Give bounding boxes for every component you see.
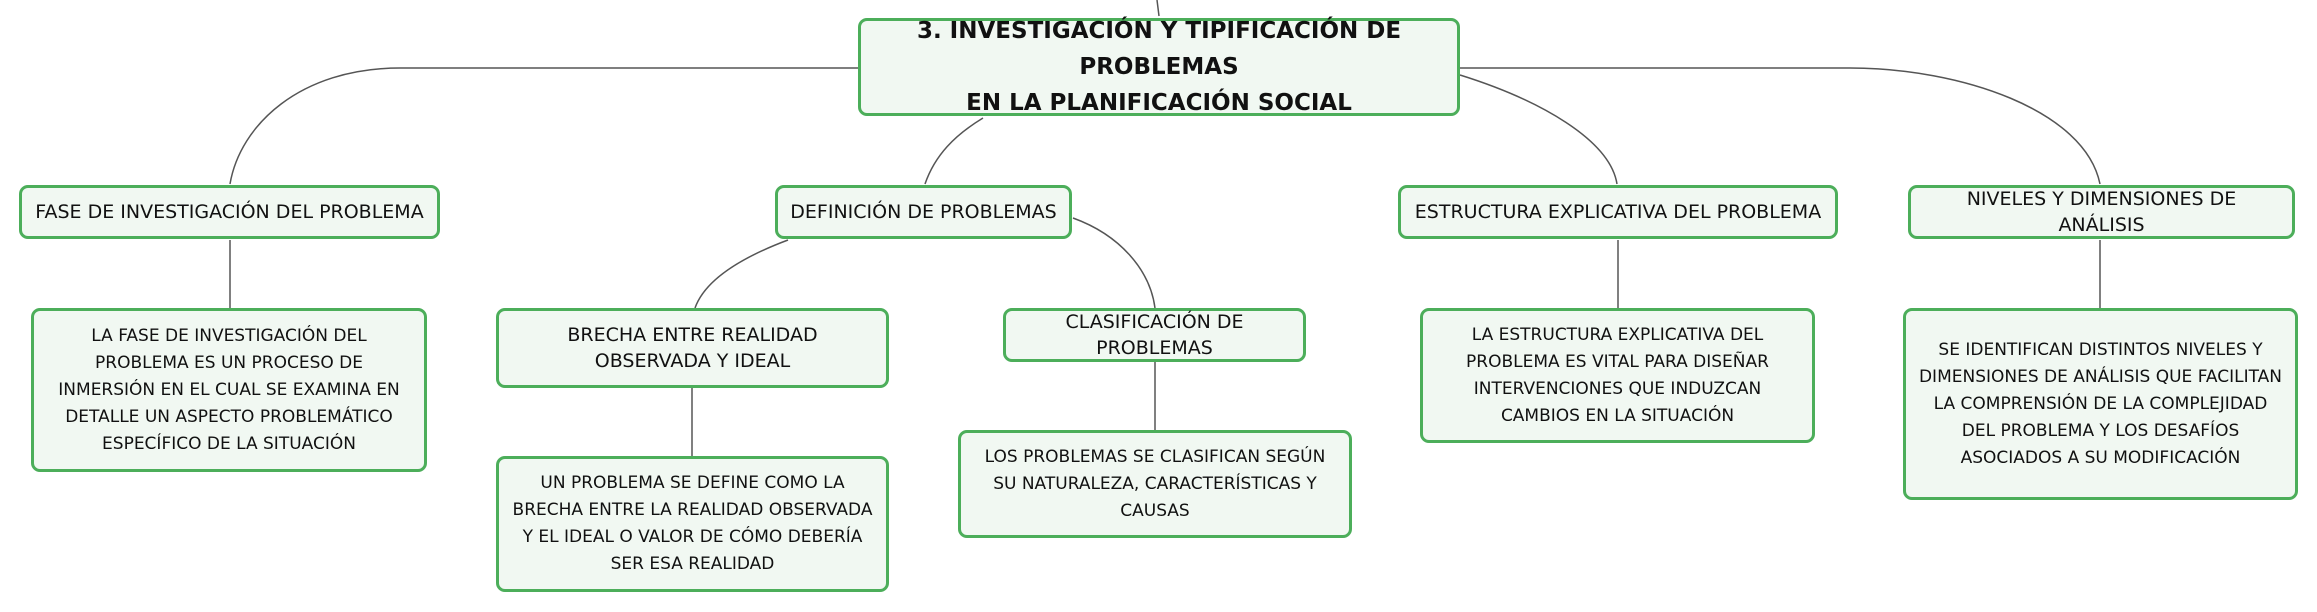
topic-fase-investigacion[interactable]: FASE DE INVESTIGACIÓN DEL PROBLEMA (19, 185, 440, 239)
description-fase-investigacion[interactable]: LA FASE DE INVESTIGACIÓN DEL PROBLEMA ES… (31, 308, 427, 472)
subtopic-brecha-realidad-ideal[interactable]: BRECHA ENTRE REALIDAD OBSERVADA Y IDEAL (496, 308, 889, 388)
description-clasificacion-problemas[interactable]: LOS PROBLEMAS SE CLASIFICAN SEGÚN SU NAT… (958, 430, 1352, 538)
central-topic-line-1: 3. INVESTIGACIÓN Y TIPIFICACIÓN DE PROBL… (916, 18, 1402, 80)
description-brecha-realidad-ideal[interactable]: UN PROBLEMA SE DEFINE COMO LA BRECHA ENT… (496, 456, 889, 592)
topic-estructura-explicativa-label: ESTRUCTURA EXPLICATIVA DEL PROBLEMA (1414, 201, 1822, 223)
subtopic-clasificacion-problemas[interactable]: CLASIFICACIÓN DE PROBLEMAS (1003, 308, 1306, 362)
connector-parent-to-root (1156, 0, 1160, 17)
topic-niveles-dimensiones-label: NIVELES Y DIMENSIONES DE ANÁLISIS (1966, 188, 2237, 236)
description-clasificacion-problemas-text: LOS PROBLEMAS SE CLASIFICAN SEGÚN SU NAT… (984, 446, 1326, 521)
central-topic-line-2: EN LA PLANIFICACIÓN SOCIAL (966, 90, 1352, 116)
connector-definicion-to-brecha (694, 239, 789, 309)
subtopic-clasificacion-problemas-label: CLASIFICACIÓN DE PROBLEMAS (1065, 311, 1244, 359)
topic-definicion-problemas[interactable]: DEFINICIÓN DE PROBLEMAS (775, 185, 1072, 239)
connector-root-to-definicion (924, 117, 984, 185)
topic-estructura-explicativa[interactable]: ESTRUCTURA EXPLICATIVA DEL PROBLEMA (1398, 185, 1838, 239)
topic-niveles-dimensiones[interactable]: NIVELES Y DIMENSIONES DE ANÁLISIS (1908, 185, 2295, 239)
connector-root-to-estructura (1459, 74, 1618, 185)
topic-definicion-problemas-label: DEFINICIÓN DE PROBLEMAS (790, 201, 1057, 223)
description-estructura-explicativa-text: LA ESTRUCTURA EXPLICATIVA DEL PROBLEMA E… (1466, 324, 1769, 426)
description-brecha-realidad-ideal-text: UN PROBLEMA SE DEFINE COMO LA BRECHA ENT… (512, 473, 873, 574)
subtopic-brecha-realidad-ideal-label: BRECHA ENTRE REALIDAD OBSERVADA Y IDEAL (567, 324, 818, 372)
central-topic[interactable]: 3. INVESTIGACIÓN Y TIPIFICACIÓN DE PROBL… (858, 18, 1460, 116)
description-niveles-dimensiones[interactable]: SE IDENTIFICAN DISTINTOS NIVELES Y DIMEN… (1903, 308, 2298, 500)
description-fase-investigacion-text: LA FASE DE INVESTIGACIÓN DEL PROBLEMA ES… (58, 325, 400, 454)
topic-fase-investigacion-label: FASE DE INVESTIGACIÓN DEL PROBLEMA (35, 201, 424, 223)
connector-root-to-niveles (1460, 67, 2101, 185)
description-estructura-explicativa[interactable]: LA ESTRUCTURA EXPLICATIVA DEL PROBLEMA E… (1420, 308, 1815, 443)
connector-root-to-fase (229, 67, 858, 185)
description-niveles-dimensiones-text: SE IDENTIFICAN DISTINTOS NIVELES Y DIMEN… (1918, 339, 2283, 468)
connector-definicion-to-clasificacion (1072, 217, 1156, 309)
